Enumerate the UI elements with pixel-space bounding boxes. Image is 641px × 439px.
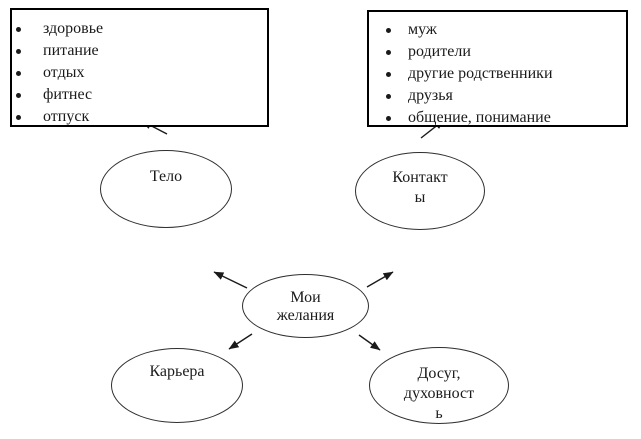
node-moi-zhelaniya: Мои желания — [242, 274, 369, 338]
list-item-label: фитнес — [43, 86, 93, 103]
bullet-icon — [386, 50, 391, 55]
node-telo: Тело — [100, 150, 232, 228]
list-item-label: друзья — [408, 87, 453, 104]
node-label-line: Карьера — [149, 362, 205, 380]
node-label-line: ь — [435, 404, 443, 422]
list-item-label: другие родственники — [408, 65, 553, 82]
list-item: здоровье — [12, 18, 267, 40]
list-item: друзья — [369, 85, 626, 107]
node-dosug: Досуг, духовност ь — [369, 347, 509, 424]
list-item: общение, понимание — [369, 107, 626, 126]
list-item: фитнес — [12, 84, 267, 106]
list-item: питание — [12, 40, 267, 62]
bullet-icon — [386, 116, 391, 121]
node-label-line: духовност — [403, 384, 475, 402]
arrow-zhelaniya-to-karera — [228, 333, 253, 350]
arrow-zhelaniya-to-dosug — [358, 334, 381, 351]
node-label-line: Тело — [149, 168, 183, 185]
list-item-label: питание — [43, 42, 99, 59]
list-item-label: отдых — [43, 64, 85, 81]
list-item-label: отпуск — [43, 108, 90, 125]
bullet-icon — [16, 49, 21, 54]
node-karera-label: Карьера — [149, 362, 204, 382]
list-item-label: здоровье — [43, 20, 104, 37]
list-item: муж — [369, 19, 626, 41]
node-karera: Карьера — [111, 348, 243, 423]
node-label-line: Досуг, — [417, 364, 461, 382]
list-item-label: родители — [408, 43, 471, 60]
node-label-line: желания — [276, 307, 335, 324]
bullet-icon — [386, 72, 391, 77]
list-item-label: общение, понимание — [408, 109, 551, 126]
arrow-zhelaniya-up-left — [213, 271, 248, 289]
bullet-icon — [16, 115, 21, 120]
contacts-list-box: муж родители другие родственники друзья … — [367, 10, 628, 127]
arrow-zhelaniya-up-right — [366, 271, 394, 288]
bullet-icon — [386, 94, 391, 99]
bullet-icon — [16, 71, 21, 76]
node-label-line: ы — [414, 189, 426, 206]
node-telo-label: Тело — [150, 167, 182, 187]
contacts-list: муж родители другие родственники друзья … — [369, 12, 626, 126]
node-label-line: Контакт — [392, 169, 448, 186]
bullet-icon — [386, 28, 391, 33]
list-item-label: муж — [408, 21, 437, 38]
bullet-icon — [16, 93, 21, 98]
bullet-icon — [16, 27, 21, 32]
list-item: родители — [369, 41, 626, 63]
node-moi-zhelaniya-label: Мои желания — [277, 289, 335, 325]
body-list-box: здоровье питание отдых фитнес отпуск — [10, 8, 269, 127]
list-item: отдых — [12, 62, 267, 84]
node-kontakty: Контакт ы — [355, 152, 485, 230]
list-item: другие родственники — [369, 63, 626, 85]
body-list: здоровье питание отдых фитнес отпуск — [12, 10, 267, 125]
node-kontakty-label: Контакт ы — [392, 168, 447, 208]
node-dosug-label: Досуг, духовност ь — [404, 364, 474, 424]
list-item: отпуск — [12, 106, 267, 125]
node-label-line: Мои — [290, 289, 321, 306]
